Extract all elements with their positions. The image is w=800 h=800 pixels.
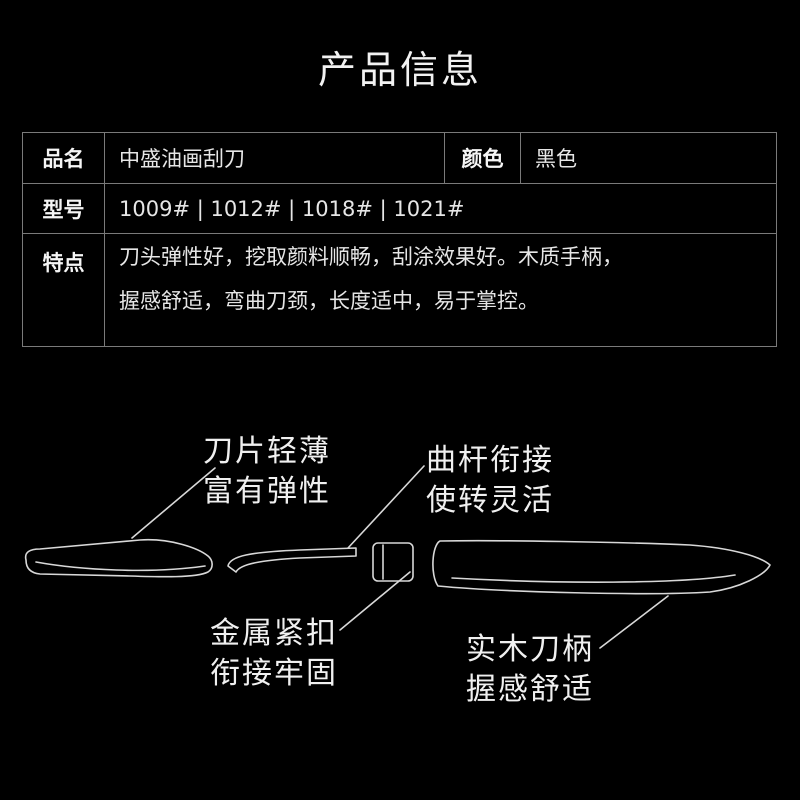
blade-leader — [131, 467, 216, 539]
feature-cell: 刀头弹性好，挖取颜料顺畅，刮涂效果好。木质手柄， 握感舒适，弯曲刀颈，长度适中，… — [104, 233, 777, 347]
shaft-callout-line-2: 使转灵活 — [426, 483, 554, 518]
blade-inner-line — [35, 561, 206, 572]
blade-callout: 刀片轻薄 富有弹性 — [203, 432, 331, 512]
color-label: 颜色 — [444, 132, 521, 184]
feature-line-1: 刀头弹性好，挖取颜料顺畅，刮涂效果好。木质手柄， — [119, 245, 623, 269]
shaft-callout-line-1: 曲杆衔接 — [426, 443, 554, 478]
table-row: 型号 1009# | 1012# | 1018# | 1021# — [22, 183, 777, 234]
blade-outline — [24, 538, 213, 578]
ferrule-callout: 金属紧扣 衔接牢固 — [210, 614, 338, 694]
handle-highlight — [451, 574, 736, 583]
product-info-table: 品名 中盛油画刮刀 颜色 黑色 型号 1009# | 1012# | 1018#… — [22, 132, 777, 347]
model-label: 型号 — [22, 183, 105, 234]
ferrule-callout-line-1: 金属紧扣 — [210, 616, 338, 651]
ferrule-outline — [372, 542, 414, 582]
ferrule-leader — [339, 571, 411, 631]
model-value: 1009# | 1012# | 1018# | 1021# — [104, 183, 777, 234]
blade-callout-line-2: 富有弹性 — [203, 474, 331, 509]
handle-callout: 实木刀柄 握感舒适 — [466, 630, 594, 710]
table-row: 特点 刀头弹性好，挖取颜料顺畅，刮涂效果好。木质手柄， 握感舒适，弯曲刀颈，长度… — [22, 233, 777, 347]
ferrule-callout-line-2: 衔接牢固 — [210, 656, 338, 691]
handle-callout-line-2: 握感舒适 — [466, 672, 594, 707]
feature-line-2: 握感舒适，弯曲刀颈，长度适中，易于掌控。 — [119, 289, 539, 313]
name-label: 品名 — [22, 132, 105, 184]
page-title: 产品信息 — [317, 48, 482, 92]
handle-leader — [599, 595, 669, 649]
shaft-outline — [227, 547, 357, 573]
handle-outline — [432, 539, 771, 595]
shaft-callout: 曲杆衔接 使转灵活 — [426, 441, 554, 521]
color-value: 黑色 — [520, 132, 777, 184]
blade-callout-line-1: 刀片轻薄 — [203, 434, 331, 469]
shaft-leader — [347, 465, 425, 549]
handle-callout-line-1: 实木刀柄 — [466, 632, 594, 667]
